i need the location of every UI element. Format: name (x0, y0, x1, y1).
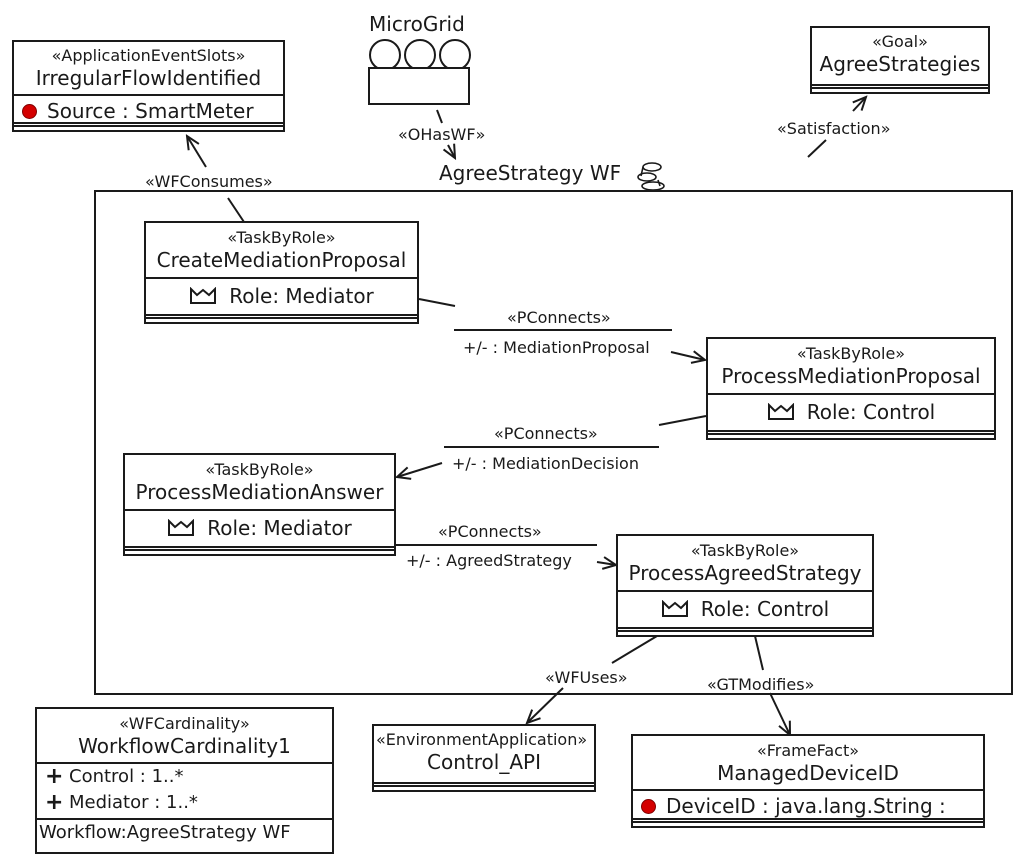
goal-box[interactable]: «Goal» AgreeStrategies (810, 26, 990, 94)
stereotype-label: «TaskByRole» (227, 228, 336, 247)
attribute-row: + Control : 1..* (37, 764, 332, 790)
pconnects2-connector[interactable] (397, 415, 707, 477)
class-name: ProcessMediationProposal (721, 364, 981, 388)
process-mediation-answer-box[interactable]: «TaskByRole» ProcessMediationAnswer Role… (123, 453, 396, 556)
attribute-text: Mediator : 1..* (69, 792, 198, 813)
satisfaction-connector[interactable] (807, 97, 866, 158)
class-name: CreateMediationProposal (156, 248, 407, 272)
managed-device-box[interactable]: «FrameFact» ManagedDeviceID DeviceID : j… (631, 734, 985, 828)
microgrid-label: MicroGrid (369, 12, 465, 36)
role-text: Role: Control (806, 400, 936, 424)
attribute-text: DeviceID : java.lang.String : (666, 794, 946, 818)
wfuses-connector[interactable] (527, 635, 658, 723)
workflow-icon (637, 162, 665, 191)
role-row: Role: Control (618, 594, 872, 624)
microgrid-icon (368, 39, 471, 105)
role-text: Role: Mediator (229, 284, 374, 308)
attribute-text: Source : SmartMeter (47, 99, 254, 123)
wfconsumes-connector[interactable] (187, 136, 245, 223)
role-row: Role: Control (708, 397, 994, 427)
control-api-box[interactable]: «EnvironmentApplication» Control_API (372, 724, 596, 792)
workflow-title: AgreeStrategy WF (439, 161, 622, 185)
pconnects3-label: «PConnects» (438, 522, 542, 541)
create-mediation-proposal-box[interactable]: «TaskByRole» CreateMediationProposal Rol… (144, 221, 419, 324)
plus-icon: + (45, 790, 64, 815)
pconnects1-param: +/- : MediationProposal (463, 338, 650, 357)
class-name: ProcessMediationAnswer (135, 480, 384, 504)
attribute-row: + Mediator : 1..* (37, 790, 332, 816)
ohaswf-label: «OHasWF» (398, 125, 486, 144)
role-icon (767, 403, 794, 420)
footer-text: Workflow:AgreeStrategy WF (39, 822, 291, 843)
stereotype-label: «EnvironmentApplication» (376, 730, 588, 749)
stereotype-label: «TaskByRole» (205, 460, 314, 479)
role-text: Role: Mediator (207, 516, 352, 540)
stereotype-label: «TaskByRole» (690, 541, 800, 560)
stereotype-label: «TaskByRole» (796, 344, 906, 363)
role-icon (190, 287, 217, 304)
attribute-text: Control : 1..* (69, 766, 184, 787)
stereotype-label: «WFCardinality» (119, 714, 250, 733)
role-icon (168, 519, 195, 536)
workflow-cardinality-box[interactable]: «WFCardinality» WorkflowCardinality1 + C… (35, 707, 334, 854)
pconnects3-connector[interactable] (395, 544, 616, 565)
gtmodifies-connector[interactable] (754, 635, 790, 735)
stereotype-label: «Goal» (872, 32, 928, 51)
attribute-dot-icon (22, 103, 37, 119)
attribute-row: DeviceID : java.lang.String : (633, 791, 983, 821)
class-name: ProcessAgreedStrategy (628, 561, 862, 585)
class-name: ManagedDeviceID (717, 761, 899, 785)
pconnects3-param: +/- : AgreedStrategy (406, 551, 572, 570)
workflow-frame (94, 190, 1013, 695)
attribute-dot-icon (641, 798, 656, 814)
role-row: Role: Mediator (125, 513, 394, 543)
stereotype-label: «ApplicationEventSlots» (51, 46, 246, 65)
process-agreed-strategy-box[interactable]: «TaskByRole» ProcessAgreedStrategy Role:… (616, 534, 874, 637)
class-name: WorkflowCardinality1 (78, 734, 291, 758)
role-icon (661, 600, 688, 617)
class-name: Control_API (427, 750, 541, 774)
irregular-flow-box[interactable]: «ApplicationEventSlots» IrregularFlowIde… (12, 40, 285, 132)
wfconsumes-label: «WFConsumes» (145, 172, 273, 191)
role-row: Role: Mediator (146, 281, 417, 311)
pconnects2-param: +/- : MediationDecision (452, 454, 639, 473)
role-text: Role: Control (700, 597, 830, 621)
pconnects1-connector[interactable] (418, 298, 705, 360)
process-mediation-proposal-box[interactable]: «TaskByRole» ProcessMediationProposal Ro… (706, 337, 996, 440)
plus-icon: + (45, 764, 64, 789)
class-name: IrregularFlowIdentified (35, 66, 262, 90)
gtmodifies-label: «GTModifies» (707, 675, 815, 694)
pconnects2-label: «PConnects» (494, 424, 598, 443)
class-name: AgreeStrategies (819, 52, 981, 76)
stereotype-label: «FrameFact» (756, 741, 860, 760)
attribute-row: Source : SmartMeter (14, 96, 283, 126)
pconnects1-label: «PConnects» (507, 308, 611, 327)
ohaswf-connector[interactable] (436, 109, 455, 158)
satisfaction-label: «Satisfaction» (777, 119, 891, 138)
wfuses-label: «WFUses» (545, 668, 628, 687)
